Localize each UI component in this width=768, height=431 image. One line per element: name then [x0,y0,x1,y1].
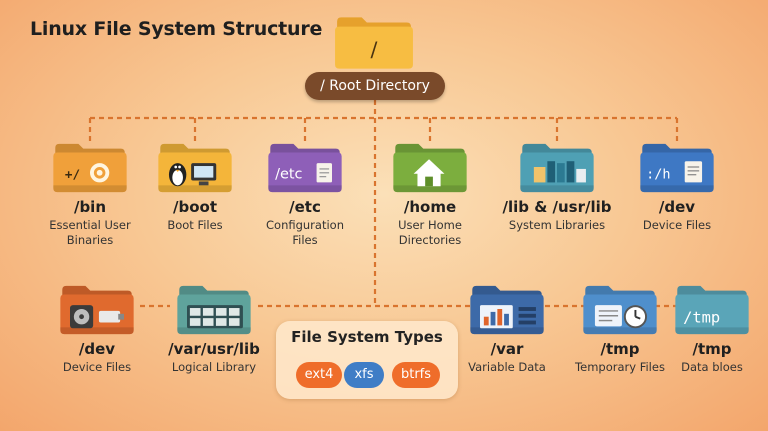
directory-name: /var/usr/lib [168,340,260,358]
svg-text::/h: :/h [646,167,670,183]
directory-name: /var [490,340,524,358]
svg-text:+/: +/ [65,167,80,182]
directory-name: /dev [78,340,116,358]
directory-description: Device Files [62,360,132,374]
fs-type-xfs: xfs [344,362,384,388]
directory-name: /lib & /usr/lib [502,198,612,216]
library-books-icon [520,143,594,193]
directory-description: Device Files [642,218,712,232]
directory-description: System Libraries [508,218,606,232]
directory-description: Boot Files [167,218,223,232]
svg-text:/tmp: /tmp [683,309,720,327]
directory-name: /dev [658,198,696,216]
directory-description: Logical Library [171,360,257,374]
directory-description: Data bloes [681,360,743,374]
hard-drive-usb-icon [60,285,134,335]
tmp-text-icon: /tmp [675,285,749,335]
root-folder-icon: / [333,13,415,75]
config-document-icon: /etc [268,143,342,193]
directory-description: Configuration Files [266,218,344,247]
root-directory-label: / Root Directory [305,72,445,100]
directory-description: Temporary Files [575,360,665,374]
svg-text:/etc: /etc [275,167,302,183]
fs-type-btrfs: btrfs [392,362,440,388]
directory-name: /home [403,198,457,216]
page-title: Linux File System Structure [30,18,323,40]
terminal-gear-icon: +/ [53,143,127,193]
directory-name: /boot [173,198,217,216]
directory-name: /bin [73,198,107,216]
bar-chart-icon [470,285,544,335]
stopwatch-icon [583,285,657,335]
device-document-icon: :/h [640,143,714,193]
directory-name: /tmp [692,340,732,358]
house-icon [393,143,467,193]
directory-description: User Home Directories [398,218,462,247]
root-folder-icon: / [335,17,413,69]
directory-description: Variable Data [468,360,546,374]
root-folder-label: / [371,37,378,61]
directory-name: /etc [289,198,321,216]
directory-name: /tmp [600,340,640,358]
grid-library-icon [177,285,251,335]
fs-type-ext4: ext4 [296,362,342,388]
penguin-computer-icon [158,143,232,193]
directory-description: Essential User Binaries [49,218,131,247]
file-system-types-title: File System Types [291,328,443,346]
